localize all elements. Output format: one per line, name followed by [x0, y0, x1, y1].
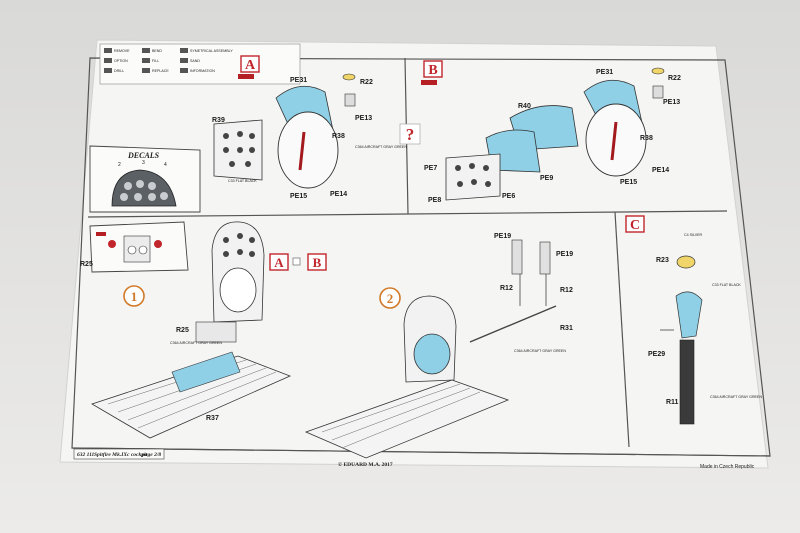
symbol-legend: REMOVE BEND SYMETRICAL ASSEMBLY OPTION F… [99, 43, 301, 85]
part-label: PE6 [502, 193, 515, 200]
color-note: C364 AIRCRAFT GRAY GREEN [170, 341, 222, 345]
step-number: 2 [387, 291, 394, 306]
part-label: PE7 [424, 165, 437, 172]
legend-item: REMOVE [114, 49, 130, 53]
decal-number: 3 [142, 160, 145, 166]
part-label: R38 [332, 133, 345, 140]
legend-item: DRILL [114, 69, 124, 73]
footer: 632 111 Spitfire Mk.IXc cockpit page 2/8… [73, 448, 755, 470]
section-b: B ? PE31 R22 PE13 R40 R38 PE7 PE9 PE8 PE… [399, 60, 681, 204]
decals-title: DECALS [127, 151, 160, 160]
cockpit-floor-frame [304, 379, 510, 459]
decals-inset: DECALS 2 3 4 [89, 145, 201, 213]
control-column-part [679, 339, 695, 425]
part-label: R39 [212, 117, 225, 124]
legend-item: SYMETRICAL ASSEMBLY [190, 49, 233, 53]
copyright: © EDUARD M.A. 2017 [338, 461, 393, 468]
part-label: PE15 [290, 193, 307, 200]
part-label: R38 [640, 135, 653, 142]
legend-item: BEND [152, 49, 162, 53]
part-label: PE14 [330, 191, 347, 198]
color-note: C33 FLAT BLACK [712, 283, 741, 287]
legend-item: SAND [190, 59, 200, 63]
step-1: R25 1 A B R25 R37 C364 AIRCRAFT GRA [80, 221, 327, 439]
part-label: PE29 [648, 351, 665, 358]
part-label: PE15 [620, 179, 637, 186]
decal-number: 2 [118, 162, 121, 168]
color-note: C364 AIRCRAFT GRAY GREEN [355, 145, 407, 149]
section-b-label: B [428, 63, 437, 78]
part-label: PE8 [428, 197, 441, 204]
section-a-label: A [245, 58, 256, 73]
part-label: R25 [176, 327, 189, 334]
color-note: C4 SILVER [684, 233, 703, 237]
color-note: C33 FLAT BLACK [228, 179, 257, 183]
part-label: R40 [518, 103, 531, 110]
part-label: PE13 [355, 115, 372, 122]
product-number: 632 111 [77, 452, 95, 458]
instrument-panel-part [277, 111, 339, 189]
question-mark: ? [406, 125, 415, 144]
part-label: PE9 [540, 175, 553, 182]
option-a-label: A [274, 255, 284, 270]
part-label: R12 [500, 285, 513, 292]
color-note: C364 AIRCRAFT GRAY GREEN [710, 395, 762, 399]
part-label: PE31 [596, 69, 613, 76]
part-label: R11 [666, 399, 679, 406]
part-label: R25 [80, 261, 93, 268]
part-label: PE31 [290, 77, 307, 84]
decal-number: 4 [164, 162, 167, 168]
part-label: R31 [560, 325, 573, 332]
color-swatch-red [238, 74, 254, 79]
color-note: C364 AIRCRAFT GRAY GREEN [514, 349, 566, 353]
part-label: PE14 [652, 167, 669, 174]
part-label: R12 [560, 287, 573, 294]
option-b-label: B [313, 255, 322, 270]
part-label: PE19 [556, 251, 573, 258]
kit-title: Spitfire Mk.IXc cockpit [94, 452, 147, 458]
step-2: 2 PE19 PE19 R12 R12 R31 C364 AIRCRAFT GR… [304, 233, 573, 459]
step-number: 1 [131, 289, 138, 304]
panel-borders [71, 57, 771, 457]
section-c-label: C [630, 218, 640, 233]
page-number: page 2/8 [141, 452, 161, 458]
part-label: R22 [360, 79, 373, 86]
part-label: PE19 [494, 233, 511, 240]
part-label: R23 [656, 257, 669, 264]
part-label: R22 [668, 75, 681, 82]
section-c: C R23 PE29 R11 C4 SILVER C33 FLAT BLACK … [625, 215, 762, 425]
legend-item: INFORMATION [190, 69, 215, 73]
part-label: R37 [206, 415, 219, 422]
part-label: PE13 [663, 99, 680, 106]
legend-item: REPLACE [152, 69, 169, 73]
section-a: A PE31 R22 PE13 R39 R38 PE15 PE14 C364 A… [212, 55, 407, 200]
control-grip-part [676, 255, 696, 269]
legend-item: OPTION [114, 59, 128, 63]
made-in: Made in Czech Republic [700, 464, 755, 470]
legend-item: FILL [152, 59, 159, 63]
